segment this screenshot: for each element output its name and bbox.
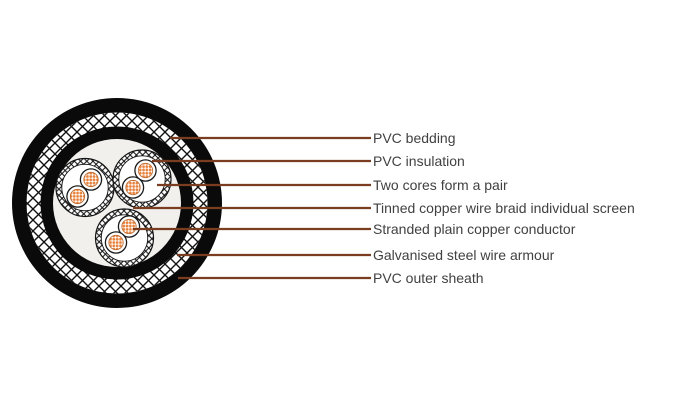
copper-conductor <box>83 171 99 188</box>
screened-pair-bottom <box>94 208 155 268</box>
screened-pair-top-right <box>112 149 172 209</box>
label-pvc-outer-sheath: PVC outer sheath <box>373 270 484 286</box>
label-galvanised-steel-wire-armour: Galvanised steel wire armour <box>373 247 555 263</box>
leader-lines <box>133 136 371 280</box>
copper-conductor <box>121 218 137 235</box>
label-pvc-insulation: PVC insulation <box>373 153 465 169</box>
label-pvc-bedding: PVC bedding <box>373 130 456 146</box>
copper-conductor <box>125 179 141 196</box>
label-tinned-copper-braid-screen: Tinned copper wire braid individual scre… <box>373 200 635 216</box>
copper-conductor <box>108 234 124 251</box>
label-stranded-copper-conductor: Stranded plain copper conductor <box>373 221 576 237</box>
cable-body <box>12 98 222 308</box>
copper-conductor <box>69 188 86 205</box>
screened-pair-top-left <box>55 157 115 218</box>
label-two-cores-form-a-pair: Two cores form a pair <box>373 177 508 193</box>
copper-conductor <box>137 162 154 179</box>
